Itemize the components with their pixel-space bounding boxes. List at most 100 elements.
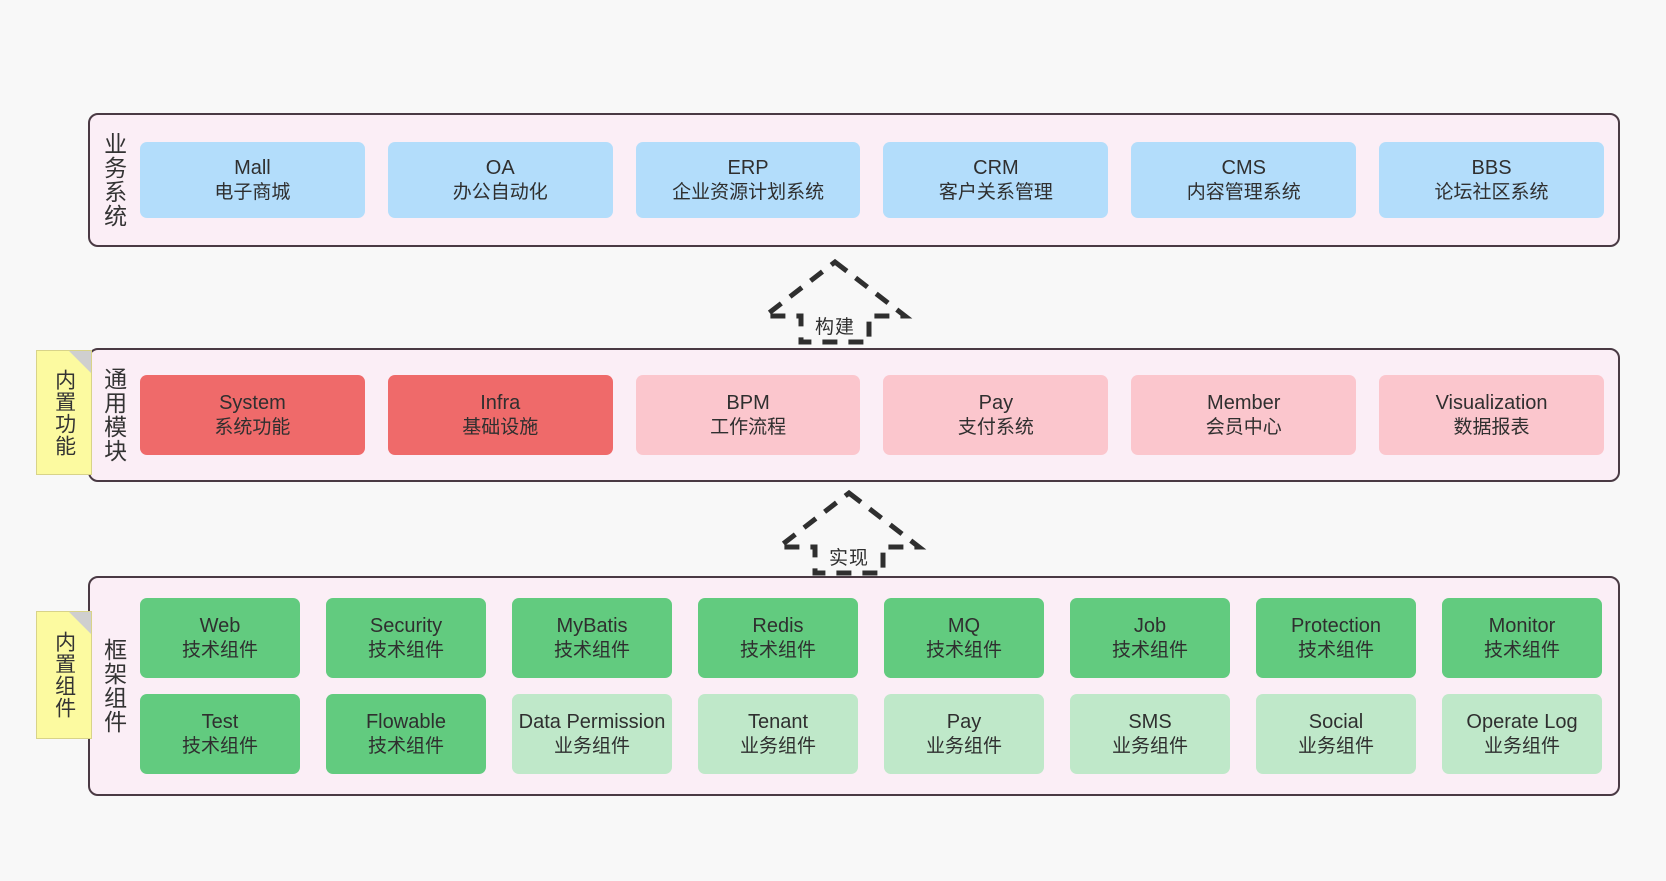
card-title-en: Pay xyxy=(978,392,1014,415)
card-title-en: Data Permission xyxy=(518,711,666,734)
card-title-en: Flowable xyxy=(365,711,447,734)
card-title-cn: 技术组件 xyxy=(1297,639,1374,661)
card-monitor[interactable]: Monitor 技术组件 xyxy=(1442,598,1602,678)
card-title-cn: 业务组件 xyxy=(739,735,816,757)
card-crm[interactable]: CRM 客户关系管理 xyxy=(883,142,1109,218)
card-title-cn: 技术组件 xyxy=(367,735,444,757)
card-protection[interactable]: Protection 技术组件 xyxy=(1256,598,1416,678)
card-title-cn: 技术组件 xyxy=(553,639,630,661)
card-visualization[interactable]: Visualization 数据报表 xyxy=(1379,375,1604,455)
card-title-cn: 业务组件 xyxy=(925,735,1002,757)
card-pay[interactable]: Pay 支付系统 xyxy=(883,375,1109,455)
card-title-en: SMS xyxy=(1128,711,1172,734)
card-title-cn: 业务组件 xyxy=(1297,735,1374,757)
card-title-en: Protection xyxy=(1290,615,1382,638)
layer-title-business: 业务系统 xyxy=(100,132,127,228)
connector-implement-label: 实现 xyxy=(828,548,869,569)
card-title-cn: 办公自动化 xyxy=(452,181,548,203)
card-title-cn: 技术组件 xyxy=(1483,639,1560,661)
card-tenant[interactable]: Tenant 业务组件 xyxy=(698,694,858,774)
card-sms[interactable]: SMS 业务组件 xyxy=(1070,694,1230,774)
card-title-en: Pay xyxy=(946,711,982,734)
card-title-en: Member xyxy=(1207,392,1281,415)
card-title-cn: 技术组件 xyxy=(1111,639,1188,661)
card-title-cn: 基础设施 xyxy=(462,416,539,438)
card-title-cn: 技术组件 xyxy=(181,639,258,661)
card-title-cn: 数据报表 xyxy=(1453,416,1530,438)
card-title-en: Job xyxy=(1133,615,1167,638)
card-title-en: Security xyxy=(369,615,443,638)
card-test[interactable]: Test 技术组件 xyxy=(140,694,300,774)
layer-common-module: 通用模块 System 系统功能 Infra 基础设施 BPM 工作流程 Pay xyxy=(88,348,1620,482)
card-title-en: BPM xyxy=(726,392,770,415)
connector-build-arrow: 构建 xyxy=(757,258,913,345)
card-member[interactable]: Member 会员中心 xyxy=(1131,375,1357,455)
card-job[interactable]: Job 技术组件 xyxy=(1070,598,1230,678)
card-title-cn: 业务组件 xyxy=(1483,735,1560,757)
card-title-cn: 客户关系管理 xyxy=(938,181,1053,203)
card-title-en: ERP xyxy=(727,157,769,180)
card-row: Mall 电子商城 OA 办公自动化 ERP 企业资源计划系统 CRM 客户关系… xyxy=(140,142,1604,218)
card-row: Test 技术组件 Flowable 技术组件 Data Permission … xyxy=(140,694,1602,774)
sticky-note-builtin-component: 内置组件 xyxy=(36,611,92,739)
sticky-note-builtin-function: 内置功能 xyxy=(36,350,92,475)
layer-framework-component: 框架组件 Web 技术组件 Security 技术组件 MyBatis 技术组件… xyxy=(88,576,1620,796)
card-title-cn: 内容管理系统 xyxy=(1186,181,1301,203)
card-title-en: CMS xyxy=(1221,157,1266,180)
card-title-en: MQ xyxy=(947,615,981,638)
card-title-cn: 技术组件 xyxy=(181,735,258,757)
card-title-cn: 论坛社区系统 xyxy=(1434,181,1549,203)
card-title-en: Operate Log xyxy=(1466,711,1578,734)
card-title-cn: 技术组件 xyxy=(367,639,444,661)
card-data-permission[interactable]: Data Permission 业务组件 xyxy=(512,694,672,774)
card-title-en: Infra xyxy=(480,392,521,415)
card-title-en: CRM xyxy=(973,157,1019,180)
layer-business-system: 业务系统 Mall 电子商城 OA 办公自动化 ERP 企业资源计划系统 CRM xyxy=(88,113,1620,247)
card-title-en: Social xyxy=(1308,711,1364,734)
card-title-en: OA xyxy=(485,157,515,180)
card-title-cn: 技术组件 xyxy=(925,639,1002,661)
sticky-fold-icon xyxy=(69,612,91,634)
card-title-cn: 业务组件 xyxy=(1111,735,1188,757)
card-pay-business[interactable]: Pay 业务组件 xyxy=(884,694,1044,774)
card-mq[interactable]: MQ 技术组件 xyxy=(884,598,1044,678)
card-title-cn: 支付系统 xyxy=(957,416,1034,438)
layer-title-common: 通用模块 xyxy=(100,367,127,463)
card-title-cn: 企业资源计划系统 xyxy=(672,181,825,203)
card-title-en: Visualization xyxy=(1435,392,1548,415)
card-mall[interactable]: Mall 电子商城 xyxy=(140,142,365,218)
card-bpm[interactable]: BPM 工作流程 xyxy=(635,375,861,455)
card-title-cn: 会员中心 xyxy=(1205,416,1282,438)
card-title-en: Tenant xyxy=(747,711,809,734)
card-social[interactable]: Social 业务组件 xyxy=(1256,694,1416,774)
card-redis[interactable]: Redis 技术组件 xyxy=(698,598,858,678)
card-mybatis[interactable]: MyBatis 技术组件 xyxy=(512,598,672,678)
sticky-fold-icon xyxy=(69,351,91,373)
card-title-cn: 系统功能 xyxy=(214,416,291,438)
card-title-cn: 工作流程 xyxy=(710,416,787,438)
card-title-en: BBS xyxy=(1471,157,1512,180)
card-title-en: Mall xyxy=(234,157,271,180)
card-system[interactable]: System 系统功能 xyxy=(140,375,365,455)
card-infra[interactable]: Infra 基础设施 xyxy=(387,375,613,455)
card-flowable[interactable]: Flowable 技术组件 xyxy=(326,694,486,774)
card-oa[interactable]: OA 办公自动化 xyxy=(387,142,613,218)
card-row: Web 技术组件 Security 技术组件 MyBatis 技术组件 Redi… xyxy=(140,598,1602,678)
card-erp[interactable]: ERP 企业资源计划系统 xyxy=(635,142,861,218)
card-title-en: MyBatis xyxy=(556,615,628,638)
card-title-cn: 业务组件 xyxy=(553,735,630,757)
card-title-en: System xyxy=(219,392,286,415)
layer-framework-cards: Web 技术组件 Security 技术组件 MyBatis 技术组件 Redi… xyxy=(136,578,1618,794)
card-bbs[interactable]: BBS 论坛社区系统 xyxy=(1379,142,1604,218)
card-title-cn: 电子商城 xyxy=(214,181,291,203)
card-security[interactable]: Security 技术组件 xyxy=(326,598,486,678)
card-web[interactable]: Web 技术组件 xyxy=(140,598,300,678)
card-operate-log[interactable]: Operate Log 业务组件 xyxy=(1442,694,1602,774)
card-cms[interactable]: CMS 内容管理系统 xyxy=(1131,142,1357,218)
card-title-cn: 技术组件 xyxy=(739,639,816,661)
card-title-en: Redis xyxy=(752,615,804,638)
layer-title-framework: 框架组件 xyxy=(100,638,127,734)
connector-implement-arrow: 实现 xyxy=(771,489,927,576)
connector-build-label: 构建 xyxy=(814,317,855,338)
